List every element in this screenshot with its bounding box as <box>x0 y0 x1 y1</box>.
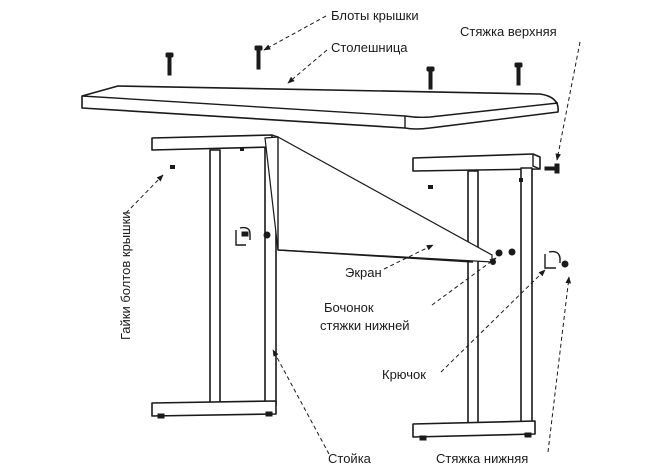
hook-icon <box>235 226 251 246</box>
label-hook: Крючок <box>382 367 426 382</box>
bolt-icon <box>254 45 263 70</box>
leader-hook <box>440 269 546 373</box>
barrel <box>495 249 503 257</box>
hole <box>240 147 244 151</box>
nut-icon <box>170 165 175 169</box>
bolt-icon <box>514 62 523 86</box>
nut-icon <box>428 185 433 189</box>
barrel <box>508 248 516 256</box>
hook-icon <box>544 250 569 269</box>
bolt-icon <box>544 163 560 174</box>
barrel <box>263 231 271 239</box>
leader-top-bolts <box>263 15 327 51</box>
leader-tabletop <box>287 49 328 84</box>
bolt-icon <box>426 66 435 90</box>
label-barrel-line1: Бочонок <box>324 300 374 315</box>
right-frame <box>412 153 541 441</box>
label-top-bolts: Блоты крышки <box>331 8 419 23</box>
label-tabletop: Столешница <box>331 40 408 55</box>
leader-lower-tie <box>547 276 572 453</box>
label-barrel-line2: стяжки нижней <box>320 318 410 333</box>
hole <box>519 178 523 182</box>
bolt-icon <box>165 52 174 76</box>
label-lower-tie: Стяжка нижняя <box>436 451 528 466</box>
leader-post <box>272 349 330 455</box>
left-frame <box>151 134 279 419</box>
leader-top-nuts <box>125 174 164 214</box>
tabletop <box>81 85 559 130</box>
leader-upper-tie <box>555 41 581 161</box>
leader-barrel <box>431 257 497 306</box>
label-top-nuts: Гайки болтов крышки <box>118 211 133 340</box>
label-post: Стойка <box>328 451 372 466</box>
leader-screen <box>383 244 434 270</box>
label-screen: Экран <box>345 265 382 280</box>
label-upper-tie: Стяжка верхняя <box>460 24 557 39</box>
